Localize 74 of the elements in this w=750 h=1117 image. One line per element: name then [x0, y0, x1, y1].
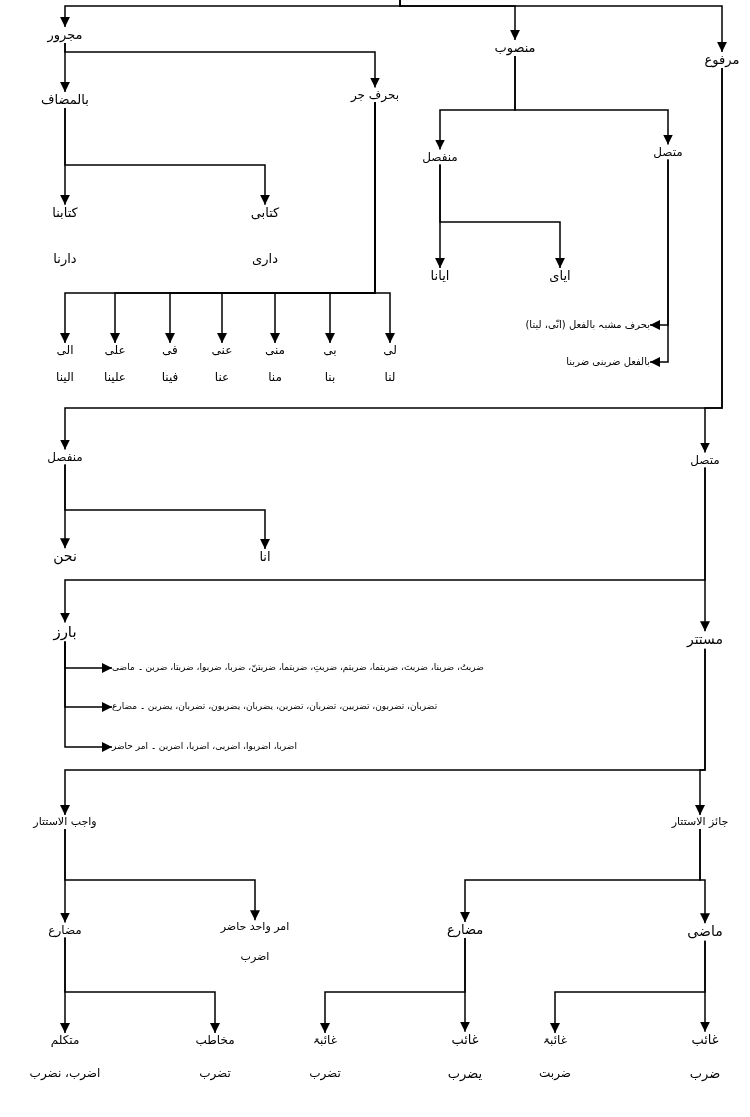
term-label: ایانا	[430, 267, 450, 285]
term-label: متصل	[653, 144, 683, 160]
arrow	[60, 101, 376, 344]
term-label: ایای	[549, 267, 571, 285]
term-label: منا	[268, 370, 282, 385]
term-label: بارز	[53, 622, 77, 642]
term-label: فی	[162, 343, 178, 358]
term-label: لی	[383, 343, 397, 358]
arrow	[460, 937, 470, 1033]
term-label: کتابنا	[52, 204, 78, 221]
term-label: عنی	[211, 343, 233, 358]
term-label: متصل	[690, 452, 720, 468]
term-label: تضرب	[309, 1066, 341, 1081]
arrow	[64, 42, 380, 89]
arrow	[649, 158, 669, 367]
arrow	[64, 107, 270, 206]
term-label: منصوب	[494, 39, 536, 57]
term-label: واجب الاستتار	[33, 815, 97, 829]
term-label: نحن	[53, 548, 77, 566]
example-list: بالفعل ضربنی ضربنا	[566, 355, 650, 369]
arrow	[514, 55, 673, 146]
term-label: مستتر	[686, 631, 724, 649]
term-label: بنا	[324, 370, 336, 385]
arrow	[64, 640, 113, 752]
term-label: مجرور	[47, 26, 83, 44]
term-label: ضرب	[689, 1066, 721, 1083]
term-label: علینا	[104, 370, 126, 385]
term-label: امر واحد حاضر	[220, 920, 290, 934]
term-label: ضربت	[539, 1066, 571, 1081]
arrow	[695, 648, 706, 816]
arrow	[64, 936, 220, 1034]
term-label: بی	[323, 343, 337, 358]
term-label: مضارع	[446, 921, 484, 939]
example-list: بحرف مشبہ بالفعل (انّی، لیتا)	[525, 318, 650, 332]
term-label: لنا	[384, 370, 396, 385]
term-label: منی	[264, 343, 286, 358]
term-label: علی	[104, 343, 126, 358]
term-label: منفصل	[47, 449, 83, 465]
arrow	[700, 940, 710, 1033]
term-label: مضارع	[48, 922, 82, 938]
term-label: ماضی	[687, 923, 723, 941]
term-label: بالمضاف	[41, 91, 89, 109]
arrow	[64, 828, 260, 922]
term-label: بحرف جر	[351, 87, 399, 103]
term-label: مرفوع	[704, 51, 740, 69]
arrow	[700, 67, 723, 454]
example-list: ضربتُ، ضربنا، ضربتَ، ضربتما، ضربتم، ضربتِ، ضربتما، ضربتنّ، ضربا، ضربوا، ضربتا، ضربن ۔ ماضی	[112, 662, 484, 674]
term-label: غائبۃ	[543, 1033, 567, 1048]
arrow	[439, 163, 565, 269]
term-label: اضرب	[240, 950, 270, 964]
term-label: مخاطب	[195, 1033, 235, 1048]
arrow	[699, 828, 710, 925]
term-label: فینا	[161, 370, 179, 385]
term-label: انا	[259, 548, 271, 566]
term-label: اضرب، نضرب	[29, 1066, 101, 1081]
term-label: عنا	[214, 370, 230, 385]
term-label: متکلم	[50, 1033, 80, 1048]
term-label: تضرب	[199, 1066, 231, 1081]
arrow	[64, 463, 270, 550]
arrow	[399, 0, 727, 53]
example-list: تضربان، تضربون، تضربین، تضربان، تضربن، یضربان، یضربون، تضربان، یضربن ۔ مضارع	[112, 701, 438, 713]
term-label: غائبۃ	[313, 1033, 337, 1048]
term-label: الینا	[56, 370, 74, 385]
arrow	[700, 466, 710, 633]
term-label: داری	[252, 251, 278, 268]
term-label: منفصل	[422, 149, 458, 165]
term-label: دارنا	[53, 251, 77, 268]
term-label: الی	[56, 343, 74, 358]
example-list: اضربا، اضربوا، اضربی، اضربا، اضربن ۔ امر حاضر	[112, 741, 297, 753]
term-label: کتابی	[250, 204, 280, 221]
term-label: غائب	[691, 1031, 719, 1048]
term-label: یضرب	[447, 1066, 483, 1083]
term-label: جائز الاستتار	[671, 815, 729, 829]
term-label: غائب	[451, 1031, 479, 1048]
